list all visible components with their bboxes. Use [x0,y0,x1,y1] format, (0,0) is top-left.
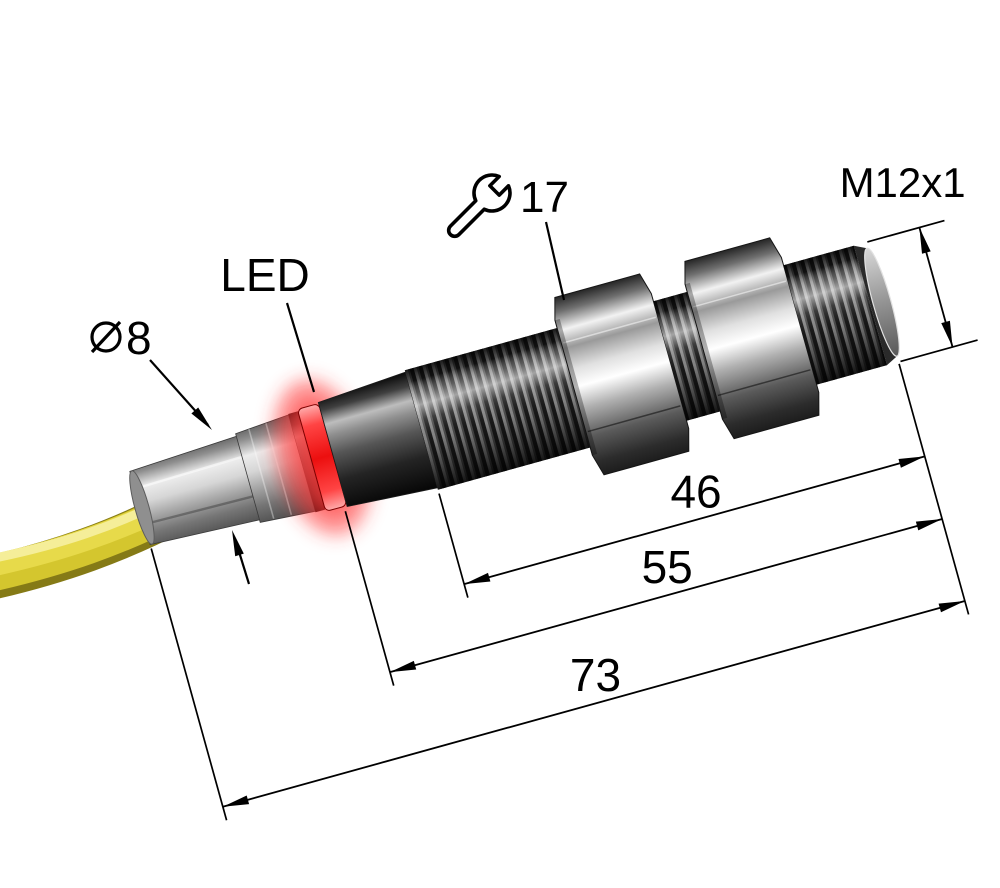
arrowhead [941,320,953,348]
extension-line-tip-bottom [900,339,978,363]
led-label: LED [220,249,309,301]
sensor-body: 46 55 73 M12x1 [129,159,978,821]
led-leader-line [285,302,316,393]
dimension-46-label: 46 [670,465,721,517]
arrowhead [919,227,931,254]
arrowhead [938,600,965,613]
arrowhead [389,660,417,673]
diameter-symbol-icon [90,320,122,354]
extension-line-tip-top [867,219,945,243]
arrowhead [232,530,244,557]
dimension-lines: 46 55 73 M12x1 [150,159,978,821]
wrench-leader-line [544,221,566,301]
hex-nut-2 [684,237,820,440]
wrench-icon [446,173,512,239]
thread-section-3 [783,245,888,385]
wrench-size-callout: 17 [446,173,569,301]
arrowhead [222,795,250,807]
dimension-m12: M12x1 [840,159,966,348]
extension-line-gland [150,548,228,821]
thread-section-2 [653,291,721,421]
wrench-size-label: 17 [520,173,569,222]
arrowhead [191,407,212,430]
dimension-55-label: 55 [642,541,693,593]
gland-rear-face [129,470,155,545]
arrowhead [898,456,925,468]
arrowhead [464,572,491,585]
led-callout: LED [220,249,316,393]
dimension-55: 55 [389,518,943,674]
extension-line-ring [344,511,395,686]
hex-nut-1 [554,273,690,476]
cable-diameter-label: 8 [126,312,152,364]
dimension-73: 73 [222,600,966,808]
cable-diameter-callout: 8 [90,312,251,585]
dimension-73-label: 73 [570,649,621,701]
extension-line-tip [898,363,970,615]
thread-section-1 [404,327,591,490]
sensor-end-face [864,247,900,357]
thread-spec-label: M12x1 [840,159,966,206]
arrowhead [915,519,943,531]
dimension-46: 46 [463,455,925,586]
extension-line-thread-start [438,493,469,598]
